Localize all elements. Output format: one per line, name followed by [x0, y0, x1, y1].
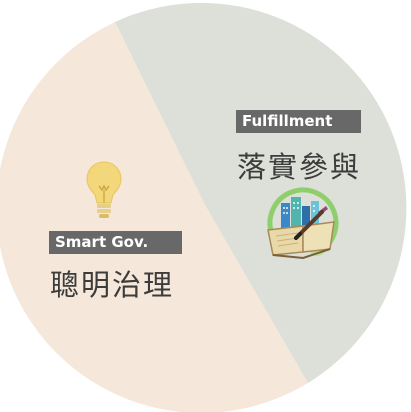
segment-fulfillment	[115, 2, 407, 383]
segment-smart-gov	[0, 22, 308, 412]
lightbulb-icon	[86, 161, 122, 218]
book-city-pen-icon	[267, 187, 339, 260]
smart-gov-title: 聰明治理	[50, 268, 175, 302]
smart-gov-tag: Smart Gov.	[49, 231, 182, 254]
fulfillment-title: 落實參與	[237, 150, 362, 184]
fulfillment-tag: Fulfillment	[236, 110, 361, 133]
